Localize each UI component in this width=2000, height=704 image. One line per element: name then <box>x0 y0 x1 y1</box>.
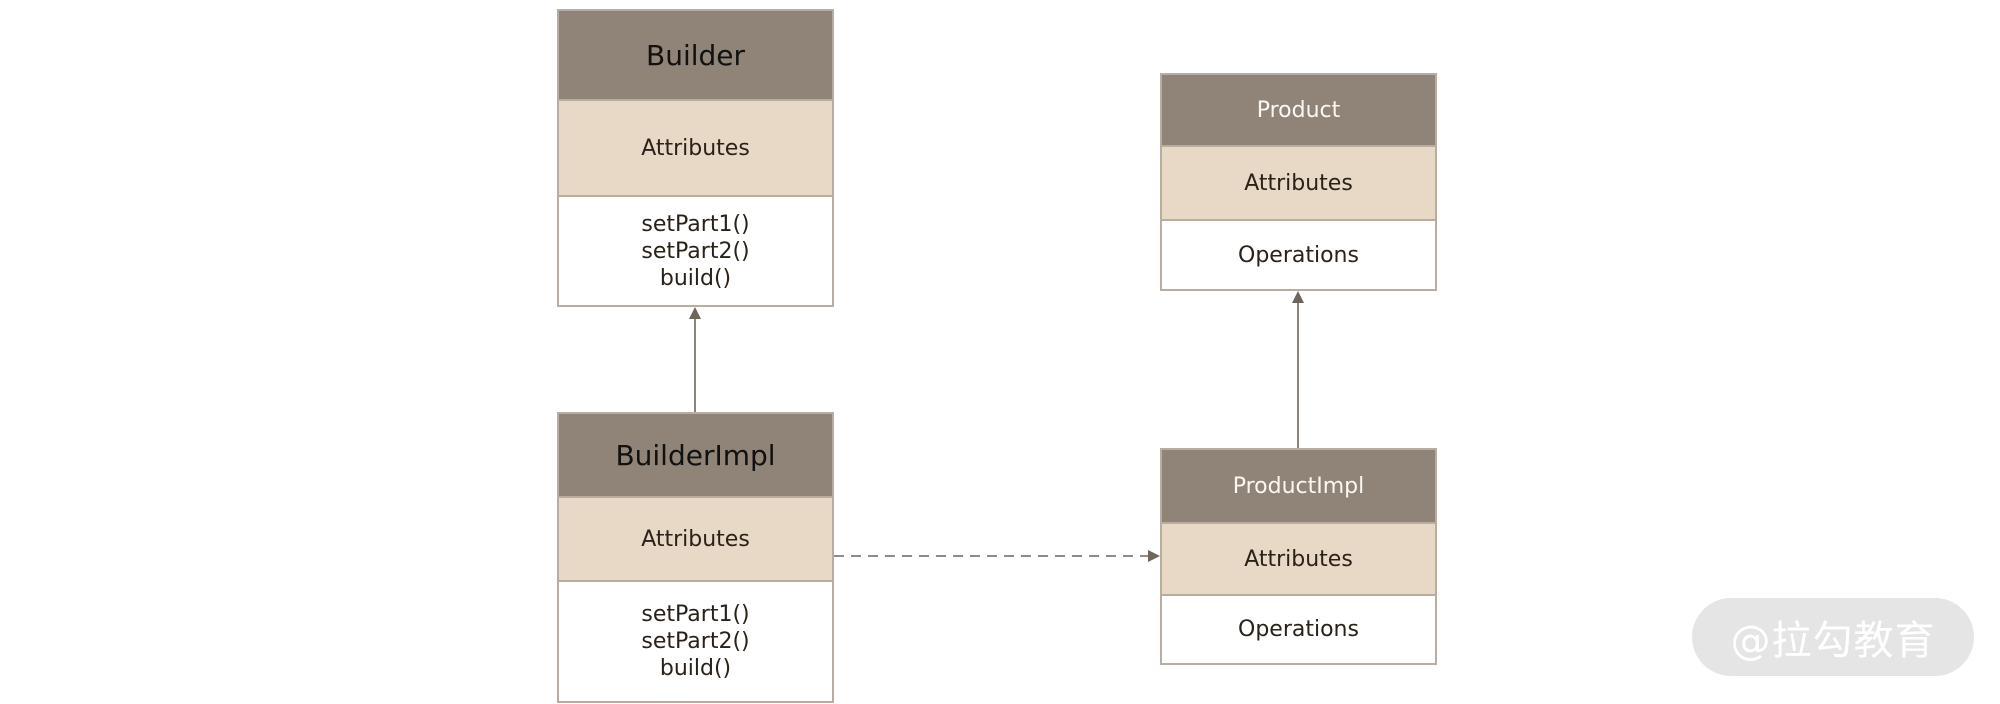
builder-title: Builder <box>645 38 746 72</box>
builderimpl-attributes-label: Attributes <box>641 526 750 552</box>
productimpl-operations: Operations <box>1162 596 1435 663</box>
builderimpl-title: BuilderImpl <box>615 438 776 472</box>
productimpl-title: ProductImpl <box>1232 473 1365 499</box>
builder-attributes: Attributes <box>559 99 832 197</box>
builderimpl-operation: setPart1() <box>641 602 750 627</box>
builder-class-box: Builder Attributes setPart1() setPart2()… <box>557 9 834 307</box>
builder-attributes-label: Attributes <box>641 135 750 161</box>
product-class-box: Product Attributes Operations <box>1160 73 1437 291</box>
productimpl-class-box: ProductImpl Attributes Operations <box>1160 448 1437 665</box>
product-header: Product <box>1162 75 1435 145</box>
builderimpl-operation: build() <box>659 656 732 681</box>
productimpl-operations-label: Operations <box>1238 617 1359 642</box>
product-operations-label: Operations <box>1238 242 1359 268</box>
builder-operations: setPart1() setPart2() build() <box>559 197 832 305</box>
product-title: Product <box>1256 97 1341 123</box>
builderimpl-class-box: BuilderImpl Attributes setPart1() setPar… <box>557 412 834 703</box>
productimpl-attributes-label: Attributes <box>1244 546 1353 572</box>
product-operations: Operations <box>1162 221 1435 289</box>
builderimpl-operations: setPart1() setPart2() build() <box>559 582 832 701</box>
builder-operation: setPart1() <box>641 211 750 237</box>
watermark: @拉勾教育 <box>1692 598 1974 676</box>
product-attributes: Attributes <box>1162 145 1435 221</box>
builderimpl-attributes: Attributes <box>559 496 832 582</box>
builder-header: Builder <box>559 11 832 99</box>
builderimpl-operation: setPart2() <box>641 629 750 654</box>
productimpl-header: ProductImpl <box>1162 450 1435 522</box>
builder-operation: setPart2() <box>641 238 750 264</box>
product-attributes-label: Attributes <box>1244 170 1353 196</box>
builder-operation: build() <box>659 265 732 291</box>
productimpl-attributes: Attributes <box>1162 522 1435 596</box>
builderimpl-header: BuilderImpl <box>559 414 832 496</box>
